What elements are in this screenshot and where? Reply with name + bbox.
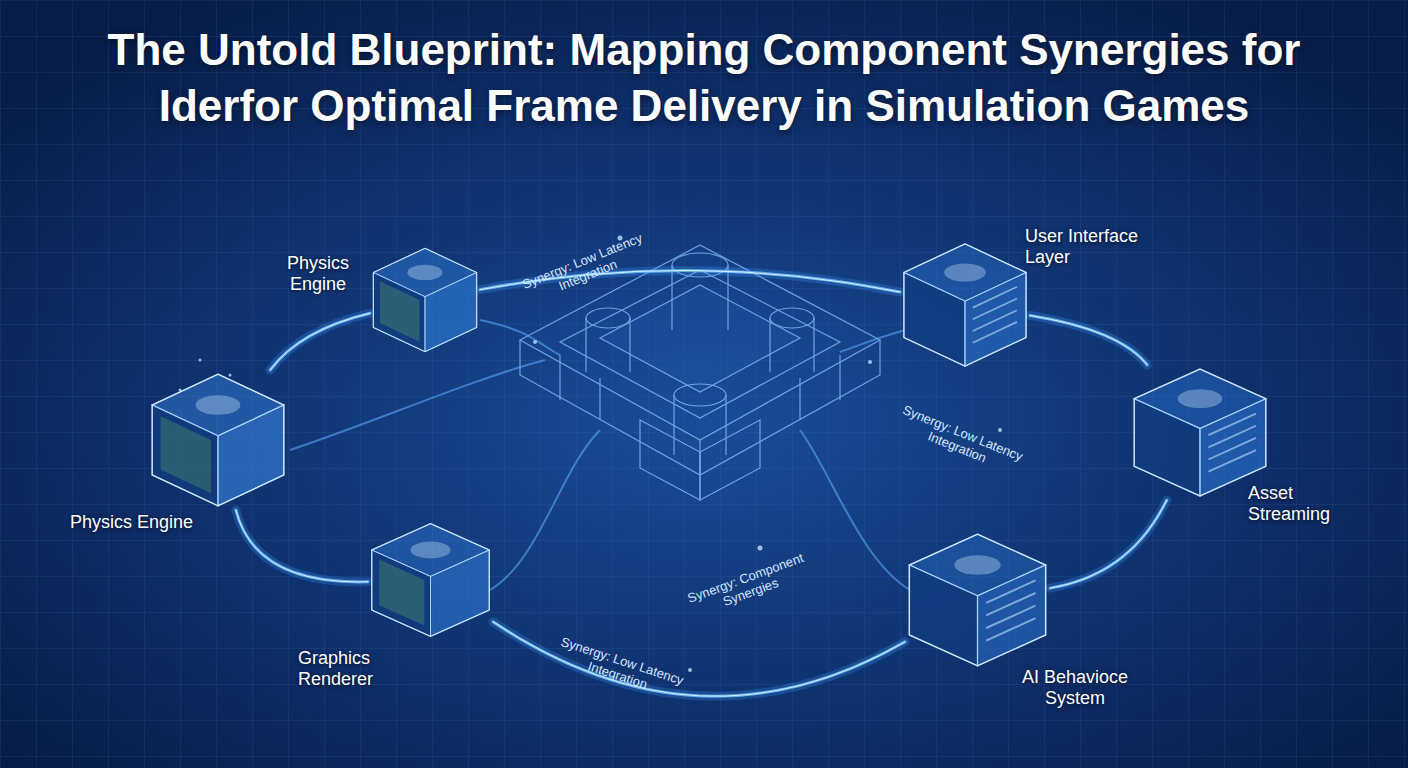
synergy-label: Synergy: Low Latency Integration: [505, 224, 665, 312]
cube-panel-line: [973, 299, 1017, 320]
synergy-connector: [1030, 315, 1147, 365]
cube-glow: [411, 542, 451, 559]
component-cube: Physics Engine: [370, 245, 480, 355]
synergy-note: Synergy: Component Synergies: [672, 545, 823, 624]
connector-line: [493, 622, 905, 697]
cube-panel-line: [973, 322, 1017, 343]
cube-panel-line: [1208, 438, 1256, 460]
connector-line: [1050, 500, 1167, 588]
connector-core: [236, 510, 368, 582]
cube-shape: [905, 530, 1050, 670]
connector-core: [493, 622, 905, 697]
cube-panel-line: [986, 606, 1035, 628]
cube-outline: [373, 248, 476, 351]
cube-shape: [900, 240, 1030, 370]
cube-outline: [152, 374, 284, 506]
cube-screen: [161, 416, 211, 493]
cube-outline: [372, 524, 490, 637]
connector-line: [1030, 315, 1147, 365]
component-label: Physics Engine: [272, 253, 364, 295]
cube-glow: [1178, 389, 1223, 408]
cube-outline: [904, 244, 1026, 366]
connector-glow: [1030, 315, 1147, 365]
connector-core: [1050, 500, 1167, 588]
synergy-connector: [236, 510, 368, 582]
cube-screen: [380, 281, 420, 342]
cube-shape: [148, 370, 288, 510]
component-cube: Physics Engine: [148, 370, 288, 510]
connector-glow: [270, 313, 370, 370]
synergy-connector: [493, 622, 905, 697]
cube-glow: [944, 263, 986, 281]
hub-wires: [290, 320, 910, 590]
component-cube: Graphics Renderer: [368, 520, 493, 640]
cube-shape: [368, 520, 493, 640]
component-cube: Asset Streaming: [1130, 365, 1270, 500]
component-label: Graphics Renderer: [298, 648, 394, 690]
cube-screen: [379, 560, 424, 626]
cube-panel-line: [1208, 426, 1256, 448]
component-label: AI Behavioce System: [1005, 667, 1145, 709]
cube-panel-line: [1208, 414, 1256, 436]
component-cube: User Interface Layer: [900, 240, 1030, 370]
cube-panel-line: [1208, 450, 1256, 472]
connector-line: [270, 313, 370, 370]
synergy-connector: [270, 313, 370, 370]
cube-outline: [909, 534, 1045, 666]
component-cube: AI Behavioce System: [905, 530, 1050, 670]
cube-shape: [370, 245, 480, 355]
cube-glow: [407, 265, 442, 280]
connector-glow: [493, 622, 905, 697]
synergy-connector: [1050, 500, 1167, 588]
synergy-label: Synergy: Low Latency Integration: [539, 629, 700, 707]
component-label: Physics Engine: [70, 512, 220, 533]
cube-shape: [1130, 365, 1270, 500]
component-label: Asset Streaming: [1248, 483, 1348, 525]
cube-panel-line: [973, 287, 1017, 308]
cube-panel-line: [986, 618, 1035, 640]
diagram-title: The Untold Blueprint: Mapping Component …: [84, 22, 1324, 134]
cube-glow: [196, 395, 241, 415]
cube-panel-line: [973, 310, 1017, 331]
connector-core: [1030, 315, 1147, 365]
connector-core: [270, 313, 370, 370]
sparkle-dots: [179, 236, 1003, 673]
cube-outline: [1134, 369, 1266, 496]
connector-glow: [1050, 500, 1167, 588]
cube-glow: [954, 555, 1000, 575]
component-label: User Interface Layer: [1025, 226, 1175, 268]
connector-line: [236, 510, 368, 582]
synergy-label: Synergy: Low Latency Integration: [880, 396, 1040, 484]
connector-glow: [236, 510, 368, 582]
cube-panel-line: [986, 580, 1035, 602]
cube-panel-line: [986, 593, 1035, 615]
